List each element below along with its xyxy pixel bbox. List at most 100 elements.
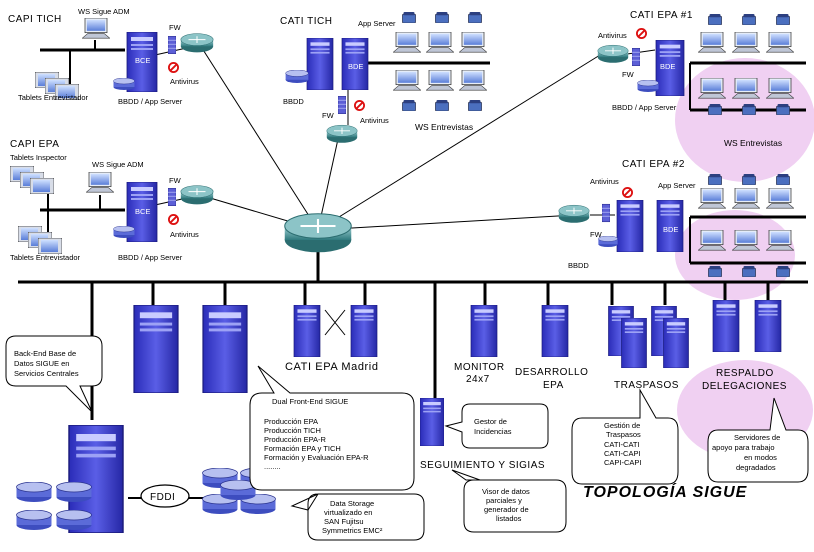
- workstation-icon: [766, 78, 794, 99]
- server-icon: [541, 305, 569, 357]
- ws-label-1: WS Entrevistas: [724, 138, 782, 148]
- workstation-icon: [732, 188, 760, 209]
- respaldo-text-3: en modos: [744, 453, 777, 462]
- bbdd-label: BBDD / App Server: [118, 97, 183, 106]
- desarrollo-label-2: EPA: [543, 380, 564, 391]
- workstation-icon: [698, 230, 726, 251]
- traspasos-text-4: CATI-CAPI: [604, 449, 641, 458]
- router-icon: [326, 124, 358, 144]
- visor-text-1: Visor de datos: [482, 487, 530, 496]
- database-icon: [56, 482, 92, 502]
- antivirus-icon: [168, 214, 179, 225]
- core-router-icon: [283, 212, 353, 254]
- seguimiento-label: SEGUIMIENTO Y SIGIAS: [420, 460, 545, 471]
- dual-item: ........: [264, 462, 281, 471]
- app-label: App Server: [658, 181, 696, 190]
- phone-icon: [402, 12, 416, 23]
- database-icon: [16, 510, 52, 530]
- monitor-label-1: MONITOR: [454, 362, 505, 373]
- tablet-icon: [30, 178, 54, 194]
- site-cati-epa2: CATI EPA #2 Antivirus App Server FW BDE …: [558, 159, 794, 277]
- dual-title: Dual Front-End SIGUE: [272, 397, 348, 406]
- phone-icon: [708, 104, 722, 115]
- storage-callout: [290, 493, 425, 541]
- respaldo-label-1: RESPALDO: [716, 368, 774, 379]
- site-cati-epa1: CATI EPA #1 Antivirus FW BDE BBDD / App …: [597, 10, 794, 148]
- backend-text-3: Servicios Centrales: [14, 369, 79, 378]
- router-icon: [180, 33, 214, 53]
- storage-text-3: SAN Fujitsu: [324, 517, 364, 526]
- phone-icon: [708, 14, 722, 25]
- callouts: [5, 335, 809, 541]
- database-icon: [285, 70, 309, 83]
- workstation-icon: [766, 188, 794, 209]
- server-icon: [470, 305, 498, 357]
- traspasos-callout: [571, 388, 679, 485]
- phone-icon: [776, 266, 790, 277]
- fw-label: FW: [169, 176, 182, 185]
- firewall-icon: [168, 36, 176, 54]
- lan-servers: CATI EPA Madrid MONITOR 24x7 DESARROLLO …: [133, 300, 787, 471]
- workstation-icon: [426, 32, 454, 53]
- database-icon: [637, 80, 659, 92]
- respaldo-text-1: Servidores de: [734, 433, 780, 442]
- workstation-icon: [766, 230, 794, 251]
- firewall-icon: [632, 48, 640, 66]
- callout-texts: Back-End Base de Datos SIGUE en Servicio…: [14, 349, 780, 535]
- antivirus-icon: [354, 100, 365, 111]
- server-label: BCE: [135, 207, 150, 216]
- app-label: App Server: [358, 19, 396, 28]
- front-end-server-icon: [133, 305, 179, 393]
- site-name: CAPI EPA: [10, 139, 59, 150]
- fddi-label: FDDI: [150, 492, 175, 503]
- tablets-label: Tablets Entrevistador: [10, 253, 81, 262]
- workstation-icon: [766, 32, 794, 53]
- firewall-icon: [602, 203, 610, 223]
- backend-callout: [5, 335, 103, 413]
- traspasos-text-1: Gestión de: [604, 421, 640, 430]
- ws-label: WS Sigue ADM: [78, 7, 130, 16]
- antivirus-label: Antivirus: [170, 230, 199, 239]
- workstation-icon: [86, 172, 114, 193]
- server-icon: [616, 200, 644, 252]
- bbdd-label: BBDD: [568, 261, 589, 270]
- desarrollo-label-1: DESARROLLO: [515, 367, 588, 378]
- tablets-inspector-label: Tablets Inspector: [10, 153, 67, 162]
- workstation-icon: [82, 18, 110, 39]
- fddi-ring: [140, 484, 190, 508]
- antivirus-icon: [636, 28, 647, 39]
- gestor-text-1: Gestor de: [474, 417, 507, 426]
- server-icon: [754, 300, 782, 352]
- workstation-icon: [732, 78, 760, 99]
- antivirus-icon: [622, 187, 633, 198]
- gestor-callout: [444, 403, 549, 449]
- dual-item: Formación y Evaluación EPA-R: [264, 453, 369, 462]
- cati-madrid-label: CATI EPA Madrid: [285, 361, 379, 373]
- phone-icon: [742, 174, 756, 185]
- respaldo-label-2: DELEGACIONES: [702, 381, 787, 392]
- phone-icon: [468, 100, 482, 111]
- antivirus-label: Antivirus: [170, 77, 199, 86]
- database-icon: [16, 482, 52, 502]
- server-icon: [712, 300, 740, 352]
- backend-storage: FDDI: [16, 425, 276, 533]
- workstation-icon: [698, 188, 726, 209]
- fw-label: FW: [622, 70, 635, 79]
- traspasos-text-3: CATI-CATI: [604, 440, 640, 449]
- workstation-icon: [459, 70, 487, 91]
- dual-item: Producción TICH: [264, 426, 321, 435]
- antivirus-label: Antivirus: [598, 31, 627, 40]
- antivirus-label: Antivirus: [590, 177, 619, 186]
- site-cati-tich: CATI TICH App Server BDE BBDD FW Antivir…: [280, 12, 487, 144]
- ws-label: WS Sigue ADM: [92, 160, 144, 169]
- workstation-icon: [698, 32, 726, 53]
- workstation-icon: [459, 32, 487, 53]
- router-icon: [558, 204, 590, 224]
- visor-callout: [451, 469, 567, 533]
- server-icon: [420, 398, 444, 446]
- phone-icon: [435, 100, 449, 111]
- antivirus-label: Antivirus: [360, 116, 389, 125]
- bbdd-label: BBDD / App Server: [118, 253, 183, 262]
- storage-text-4: Symmetrics EMC²: [322, 526, 383, 535]
